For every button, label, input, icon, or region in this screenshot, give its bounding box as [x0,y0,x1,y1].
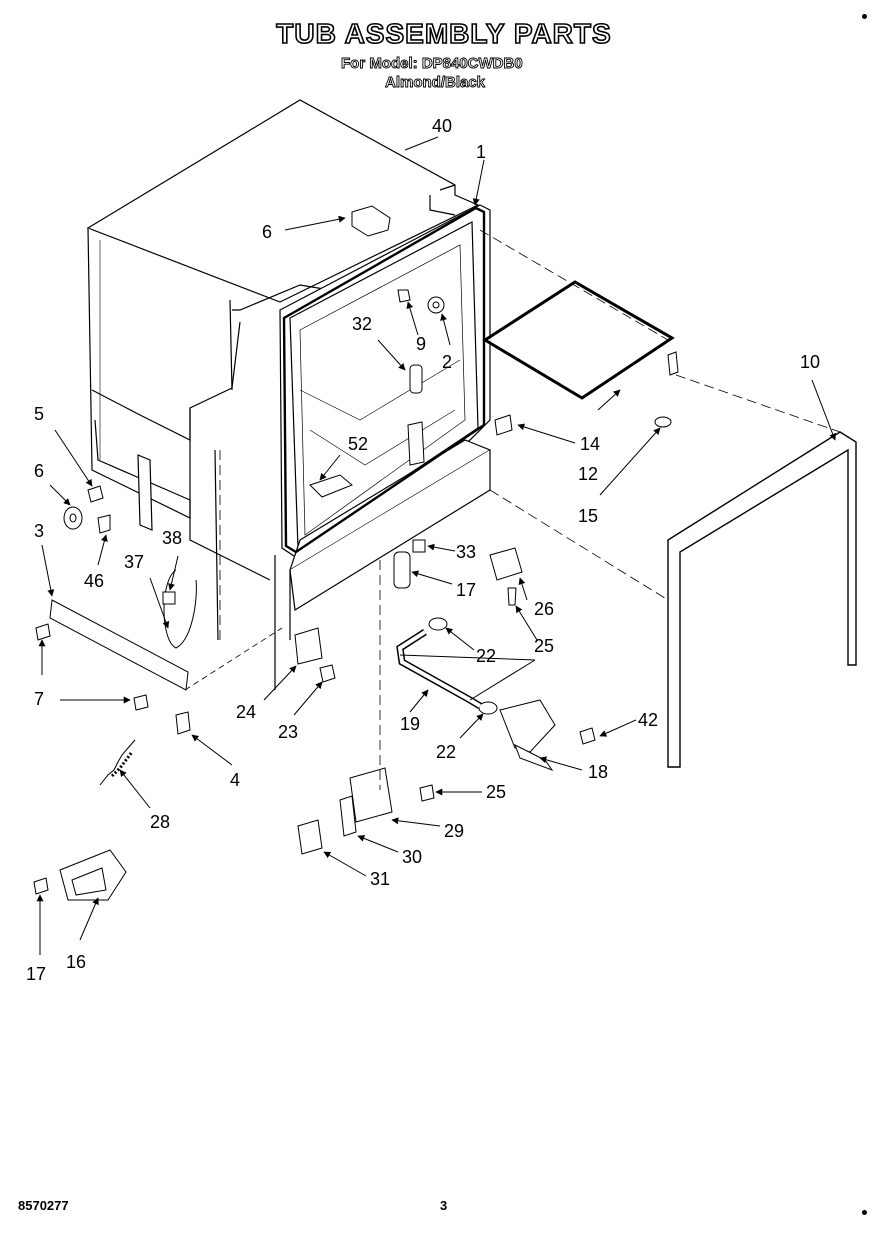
callout-labels: 40 1 6 32 9 2 10 14 12 15 52 5 6 3 46 37… [26,116,820,984]
callout-label: 26 [534,599,554,619]
page-title: TUB ASSEMBLY PARTS [275,17,612,50]
outer-tub [86,99,480,519]
callout-label: 3 [34,521,44,541]
callout-label: 42 [638,710,658,730]
callout-label: 46 [84,571,104,591]
callout-label: 37 [124,552,144,572]
tub-frame [137,204,492,691]
callout-label: 4 [230,770,240,790]
corner-dot [862,14,867,19]
finish-label: Almond/Black [385,74,486,92]
corner-dot [862,1210,867,1215]
callout-label: 1 [476,142,486,162]
callout-label: 6 [262,222,272,242]
page-number: 3 [440,1198,448,1213]
callout-label: 38 [162,528,182,548]
callout-label: 10 [800,352,820,372]
callout-label: 22 [436,742,456,762]
reference-lines [219,229,841,790]
callout-label: 17 [26,964,46,984]
callout-label: 29 [444,821,464,841]
leader-lines [36,136,837,955]
model-number: For Model: DP840CWDB0 [341,55,524,73]
callout-label: 28 [150,812,170,832]
callout-label: 17 [456,580,476,600]
callout-label: 14 [580,434,600,454]
callout-label: 19 [400,714,420,734]
callout-label: 6 [34,461,44,481]
callout-label: 32 [352,314,372,334]
callout-label: 25 [486,782,506,802]
door-gasket [282,206,486,554]
callout-label: 7 [34,689,44,709]
callout-label: 5 [34,404,44,424]
callout-label: 23 [278,722,298,742]
callout-label: 18 [588,762,608,782]
callout-label: 31 [370,869,390,889]
callout-label: 33 [456,542,476,562]
document-number: 8570277 [18,1198,69,1213]
callout-label: 52 [348,434,368,454]
callout-label: 22 [476,646,496,666]
callout-label: 15 [578,506,598,526]
callout-label: 2 [442,352,452,372]
interior-parts [33,205,857,901]
callout-label: 12 [578,464,598,484]
callout-label: 25 [534,636,554,656]
callout-label: 30 [402,847,422,867]
callout-label: 24 [236,702,256,722]
callout-label: 9 [416,334,426,354]
callout-label: 16 [66,952,86,972]
callout-label: 40 [432,116,452,136]
